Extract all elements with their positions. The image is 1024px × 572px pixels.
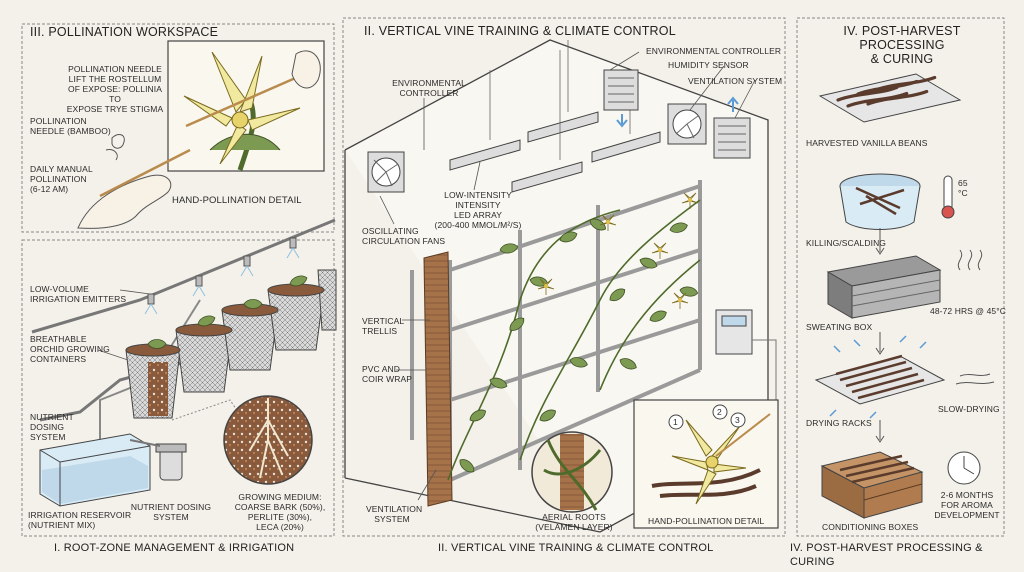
scalding-temp-label: 65 °C — [958, 178, 968, 198]
conditioning-boxes — [820, 420, 981, 519]
rootzone-panel-caption: I. ROOT-ZONE MANAGEMENT & IRRIGATION — [54, 542, 295, 554]
emitters-label: LOW-VOLUME IRRIGATION EMITTERS — [30, 284, 127, 304]
killing-label: KILLING/SCALDING — [806, 238, 887, 248]
pollination-panel — [21, 23, 335, 233]
vanilla-vines — [447, 199, 701, 481]
vertical-trellis-label: VERTICAL TRELLIS — [362, 316, 405, 336]
circulation-fan — [367, 151, 405, 193]
led-array — [449, 40, 661, 193]
pvc-coir-label: PVC AND COIR WRAP — [362, 364, 413, 384]
circulation-fans-label: OSCILLATING CIRCULATION FANS — [362, 226, 446, 246]
env-controller-right-label: ENVIRONMENTAL CONTROLLER — [646, 46, 782, 56]
hand-with-needle-sketch — [77, 134, 191, 229]
aerial-roots-label: AERIAL ROOTS (VELAMEN LAYER) — [535, 512, 613, 532]
led-array-label: LOW-INTENSITY INTENSITY LED ARRAY (200-4… — [434, 190, 522, 230]
aerial-roots-magnifier — [531, 431, 613, 513]
sweating-box-stack — [826, 228, 983, 319]
harvested-beans-tray — [818, 73, 962, 123]
vine-panel-title: II. VERTICAL VINE TRAINING & CLIMATE CON… — [364, 24, 676, 38]
conditioning-boxes-label: CONDITIONING BOXES — [822, 522, 919, 532]
ventilation-units — [603, 69, 751, 159]
pollination-detail-caption: HAND-POLLINATION DETAIL — [172, 195, 302, 206]
nutrient-dosing-unit — [129, 439, 187, 481]
sweating-time-label: 48-72 HRS @ 45°C — [930, 306, 1006, 316]
step-1: 1 — [673, 417, 678, 427]
dosing-system-bottom-label: NUTRIENT DOSING SYSTEM — [130, 502, 212, 522]
slow-drying-label: SLOW-DRYING — [938, 404, 1000, 414]
irrigation-pipe — [31, 218, 336, 334]
scalding-bath — [839, 173, 955, 230]
aroma-months-label: 2-6 MONTHS FOR AROMA DEVELOPMENT — [934, 490, 1000, 520]
drying-rack — [814, 332, 995, 419]
step-2: 2 — [717, 407, 722, 417]
containers-label: BREATHABLE ORCHID GROWING CONTAINERS — [30, 334, 110, 364]
postharvest-panel-title: IV. POST-HARVEST PROCESSING & CURING — [843, 24, 961, 66]
vine-panel-frame — [342, 17, 786, 537]
hand-pollination-inset — [633, 399, 779, 529]
rootzone-panel — [21, 218, 337, 537]
reservoir-label: IRRIGATION RESERVOIR (NUTRIENT MIX) — [28, 510, 132, 530]
step-3: 3 — [735, 415, 740, 425]
dosing-system-label: NUTRIENT DOSING SYSTEM — [30, 412, 74, 442]
pollination-panel-title: III. POLLINATION WORKSPACE — [30, 25, 219, 39]
ventilation-bottom-label: VENTILATION SYSTEM — [366, 504, 423, 524]
vine-panel-caption: II. VERTICAL VINE TRAINING & CLIMATE CON… — [438, 542, 714, 554]
postharvest-panel-caption: IV. POST-HARVEST PROCESSING & CURING — [790, 542, 983, 568]
env-controller-left-label: ENVIRONMENTAL CONTROLLER — [392, 78, 466, 98]
drying-racks-label: DRYING RACKS — [806, 418, 872, 428]
growing-medium-label: GROWING MEDIUM: COARSE BARK (50%), PERLI… — [234, 492, 326, 532]
hand-pollination-closeup-illustration — [183, 50, 321, 171]
pollination-needle-note: POLLINATION NEEDLE LIFT THE ROSTELLUM OF… — [66, 64, 164, 114]
leader-lines — [97, 51, 756, 501]
coir-wrapped-pole — [423, 251, 453, 507]
postharvest-panel — [796, 17, 1005, 537]
vine-panel — [342, 17, 786, 537]
vine-detail-caption: HAND-POLLINATION DETAIL — [648, 516, 765, 526]
daily-pollination-label: DAILY MANUAL POLLINATION (6-12 AM) — [30, 164, 93, 194]
ventilation-top-label: VENTILATION SYSTEM — [688, 76, 783, 86]
irrigation-emitters — [144, 237, 300, 315]
pollination-needle-bamboo-label: POLLINATION NEEDLE (BAMBOO) — [30, 116, 111, 136]
postharvest-panel-frame — [796, 17, 1005, 537]
harvested-beans-label: HARVESTED VANILLA BEANS — [806, 138, 928, 148]
pollination-panel-frame — [21, 23, 335, 233]
irrigation-reservoir — [39, 433, 151, 507]
growing-medium-magnifier — [171, 395, 313, 485]
orchid-containers — [125, 269, 337, 419]
humidity-sensor-label: HUMIDITY SENSOR — [668, 60, 749, 70]
rootzone-panel-frame — [21, 239, 335, 537]
sweating-box-label: SWEATING BOX — [806, 322, 873, 332]
